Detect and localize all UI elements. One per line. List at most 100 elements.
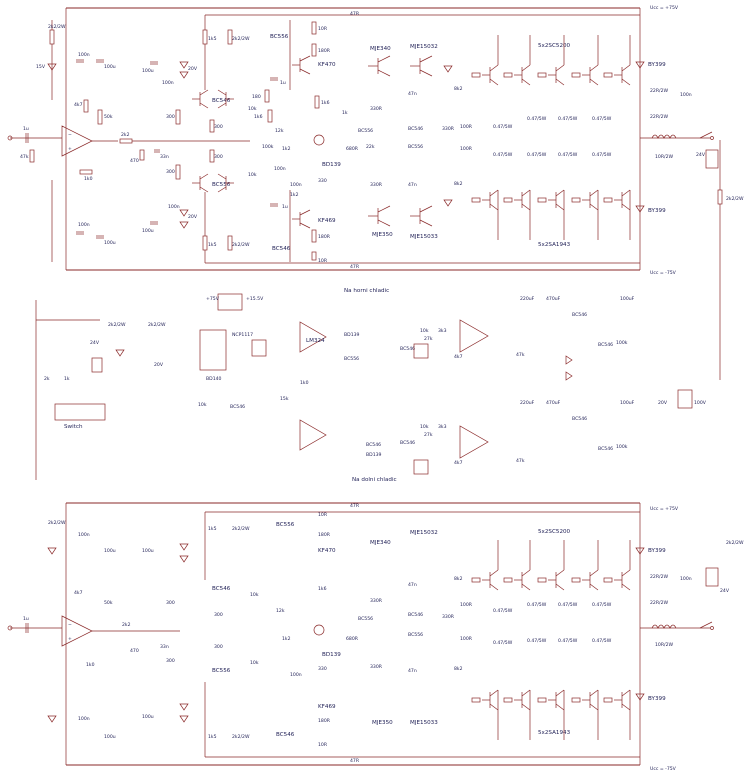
bd139-label: BD139: [322, 162, 341, 168]
svg-text:8k2: 8k2: [454, 181, 463, 187]
svg-text:10k: 10k: [250, 592, 259, 598]
transistor-q1: [192, 89, 209, 109]
svg-text:12k: 12k: [276, 608, 285, 614]
svg-text:8k2: 8k2: [454, 576, 463, 582]
svg-text:24V: 24V: [720, 588, 730, 594]
output-transistor: [537, 689, 565, 740]
svg-text:0.47/5W: 0.47/5W: [558, 116, 578, 122]
svg-text:100R: 100R: [460, 124, 473, 130]
svg-text:47k: 47k: [516, 458, 525, 464]
output-transistor: [471, 189, 499, 240]
transistor-q3: [192, 173, 209, 193]
rail-pos-bottom: Ucc = +75V: [650, 506, 679, 512]
svg-text:47n: 47n: [408, 182, 417, 188]
ctl-bc556-label: BC556: [344, 356, 359, 362]
svg-text:0.47/5W: 0.47/5W: [527, 116, 547, 122]
output-transistor: [471, 689, 499, 740]
mje15033-label: MJE15033: [410, 234, 438, 240]
svg-text:2k: 2k: [44, 376, 50, 382]
svg-text:22R/2W: 22R/2W: [650, 114, 669, 120]
svg-text:47R: 47R: [350, 758, 360, 764]
svg-text:0.47/5W: 0.47/5W: [493, 608, 513, 614]
svg-text:BC546: BC546: [400, 346, 415, 352]
svg-text:47R: 47R: [350, 264, 360, 270]
svg-text:15k: 15k: [280, 396, 289, 402]
svg-text:4k7: 4k7: [74, 590, 83, 596]
rail-neg-top: Ucc = -75V: [650, 270, 677, 276]
svg-text:BC556: BC556: [358, 128, 373, 134]
svg-text:1k0: 1k0: [86, 662, 95, 668]
svg-text:330R: 330R: [370, 664, 383, 670]
svg-text:2k2/2W: 2k2/2W: [726, 540, 744, 546]
svg-text:100n: 100n: [290, 672, 302, 678]
svg-text:100k: 100k: [262, 144, 274, 150]
bc546-vas-label: BC546: [272, 246, 291, 252]
output-transistor: [537, 35, 565, 86]
svg-text:MJE340: MJE340: [370, 540, 391, 546]
svg-text:BC546: BC546: [400, 440, 415, 446]
svg-text:0.47/5W: 0.47/5W: [527, 602, 547, 608]
svg-text:0.47/5W: 0.47/5W: [493, 124, 513, 130]
svg-text:+75V: +75V: [206, 296, 220, 302]
svg-text:2k2/2W: 2k2/2W: [108, 322, 126, 328]
svg-text:20V: 20V: [188, 214, 198, 220]
cap100u-label: 100u: [104, 64, 116, 70]
svg-text:0.47/5W: 0.47/5W: [558, 152, 578, 158]
svg-text:0.47/5W: 0.47/5W: [558, 602, 578, 608]
svg-text:1k2: 1k2: [282, 636, 291, 642]
svg-text:BY399: BY399: [648, 548, 666, 554]
svg-text:BC546: BC546: [572, 312, 587, 318]
svg-text:180R: 180R: [318, 48, 331, 54]
svg-text:22R/2W: 22R/2W: [650, 600, 669, 606]
svg-text:2k2: 2k2: [122, 622, 131, 628]
svg-text:100u: 100u: [104, 548, 116, 554]
svg-text:BC556: BC556: [408, 632, 423, 638]
svg-text:470: 470: [130, 648, 139, 654]
svg-text:BY399: BY399: [648, 696, 666, 702]
svg-text:BC546: BC546: [230, 404, 245, 410]
svg-text:100u: 100u: [142, 228, 154, 234]
svg-text:1k6: 1k6: [254, 114, 263, 120]
svg-text:10k: 10k: [420, 328, 429, 334]
svg-text:300: 300: [214, 612, 223, 618]
relay-res-label: 2k2/2W: [726, 196, 744, 202]
driver-q-lower: [368, 205, 433, 227]
output-transistor: [603, 540, 631, 591]
svg-text:22R/2W: 22R/2W: [650, 574, 669, 580]
svg-text:180R: 180R: [318, 234, 331, 240]
svg-text:1k5: 1k5: [208, 526, 217, 532]
svg-text:1k: 1k: [342, 110, 348, 116]
svg-text:47n: 47n: [408, 582, 417, 588]
svg-text:+: +: [68, 146, 72, 152]
svg-text:100k: 100k: [616, 444, 628, 450]
svg-text:1u: 1u: [23, 616, 29, 622]
svg-text:2k2/2W: 2k2/2W: [232, 734, 250, 740]
svg-text:BD139: BD139: [344, 332, 360, 338]
svg-text:47k: 47k: [516, 352, 525, 358]
svg-text:BD139: BD139: [322, 652, 341, 658]
svg-text:BC546: BC546: [598, 446, 613, 452]
npn-out-label: 5x2SC5200: [538, 43, 571, 49]
v100-label: 100V: [694, 400, 707, 406]
svg-text:100k: 100k: [616, 340, 628, 346]
svg-text:5x2SC5200: 5x2SC5200: [538, 529, 571, 535]
svg-text:300: 300: [214, 154, 223, 160]
control-section: +75V +15.5V NCP1117 LM324 Na horni chlad…: [35, 288, 707, 483]
svg-text:BC546: BC546: [572, 416, 587, 422]
svg-text:100R: 100R: [460, 636, 473, 642]
svg-text:1k6: 1k6: [318, 586, 327, 592]
cap220-label: 220uF: [520, 296, 535, 302]
output-transistor: [471, 540, 499, 591]
svg-text:47R: 47R: [350, 503, 360, 509]
svg-text:1k6: 1k6: [321, 100, 330, 106]
svg-text:0.47/5W: 0.47/5W: [592, 638, 612, 644]
output-stage-top: [471, 35, 631, 240]
svg-text:MJE15032: MJE15032: [410, 530, 438, 536]
svg-text:100n: 100n: [78, 716, 90, 722]
svg-text:1k2: 1k2: [282, 146, 291, 152]
r1k5-label: 1k5: [208, 36, 217, 42]
svg-text:470uF: 470uF: [546, 400, 561, 406]
svg-text:5x2SA1943: 5x2SA1943: [538, 730, 571, 736]
output-transistor: [537, 189, 565, 240]
